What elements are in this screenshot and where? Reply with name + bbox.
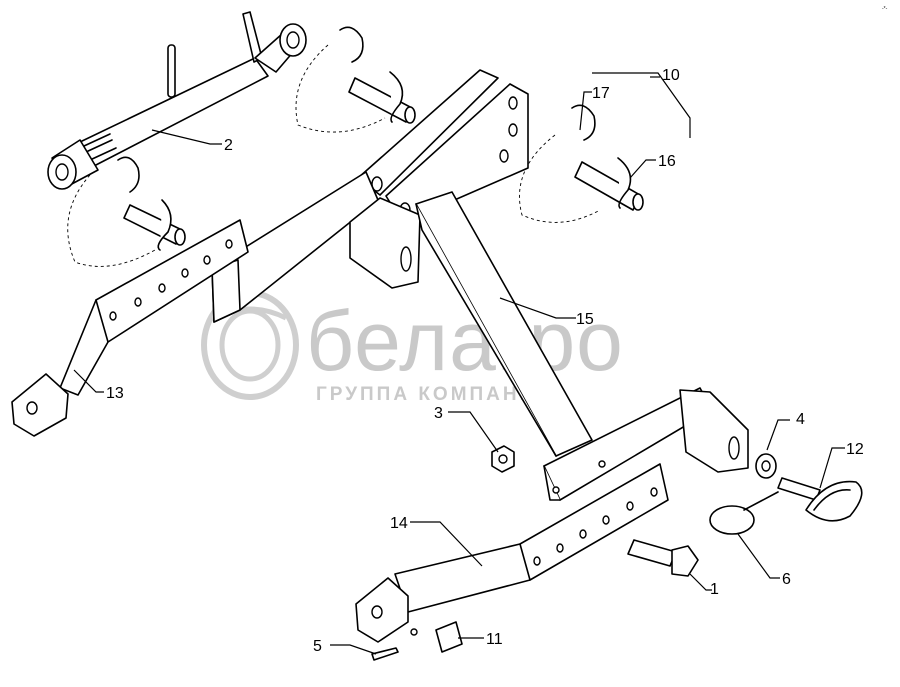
callout-3: 3 [434,405,443,422]
callout-4: 4 [796,411,805,428]
callout-labels: 1 2 3 4 5 6 10 11 12 13 14 15 16 17 [106,67,864,655]
callout-13: 13 [106,385,124,402]
corner-mark: -*- [882,6,888,12]
right-lower-link [355,463,669,661]
callout-10: 10 [662,67,680,84]
callout-11: 11 [486,631,503,648]
left-lower-link [11,219,249,437]
callout-6: 6 [782,571,791,588]
callout-2: 2 [224,137,233,154]
watermark: белагро ГРУППА КОМПАНИИ [201,290,624,405]
callout-16: 16 [658,153,676,170]
right-pins [519,104,644,223]
callout-15: 15 [576,311,594,328]
center-frame [211,69,593,457]
hardware [491,445,863,577]
cross-beam [543,387,749,501]
callout-12: 12 [846,441,864,458]
callout-1: 1 [710,581,719,598]
callout-14: 14 [390,515,408,532]
leader-lines [73,72,845,655]
callout-17: 17 [592,85,610,102]
watermark-tagline: ГРУППА КОМПАНИИ [316,384,553,405]
top-link [47,11,307,190]
watermark-brand: белагро [306,294,624,388]
callout-5: 5 [313,638,322,655]
top-link-pins [67,26,416,267]
